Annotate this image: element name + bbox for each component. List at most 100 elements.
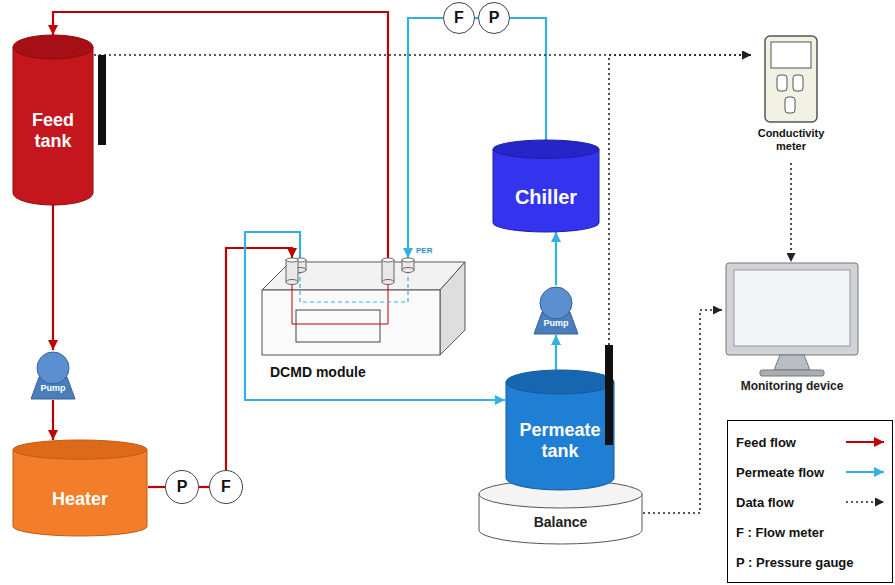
conductivity-probe <box>605 345 613 445</box>
module-window <box>296 310 380 342</box>
data-flow-line <box>846 501 884 503</box>
node-label: Heater <box>52 489 108 510</box>
heater-tank-shape <box>12 440 148 536</box>
permeate-flow-line <box>510 18 546 140</box>
legend-box: Feed flowPermeate flowData flow F : Flow … <box>727 420 893 583</box>
node-label: F <box>221 478 231 496</box>
legend-text: Feed flow <box>736 435 796 450</box>
dcmd-module: DCMD module <box>256 258 468 386</box>
node-label: Conductivity meter <box>751 127 831 152</box>
module-port <box>402 258 414 262</box>
data-flow-line <box>94 54 751 56</box>
permeate-flow-line <box>408 18 443 258</box>
chiller-tank: Chiller <box>492 140 600 232</box>
node-label: P <box>177 478 188 496</box>
module-port <box>286 260 298 282</box>
feed-flow-line <box>52 400 54 440</box>
text-holder: Conductivity meter <box>751 35 831 163</box>
pressure-gauge: P <box>478 2 510 34</box>
tank-top <box>13 440 147 459</box>
conductivity-meter: Conductivity meter <box>751 35 831 163</box>
permeate-flow-line <box>555 335 557 370</box>
monitor-screen <box>734 270 850 346</box>
meter-button <box>785 97 795 113</box>
permeate-flow-line <box>846 471 884 473</box>
text-holder: F <box>210 471 242 503</box>
monitor-base <box>760 370 824 376</box>
node-label: F <box>454 9 464 27</box>
monitor-stand <box>774 355 810 370</box>
permeate-tank: Permeate tank <box>505 370 615 490</box>
meter-body <box>765 36 817 122</box>
port-label: PER <box>416 246 432 255</box>
feed-tank: Feed tank <box>12 35 94 205</box>
node-label: Chiller <box>515 186 577 209</box>
feed-channel <box>292 282 388 324</box>
feed-flow-line <box>199 486 209 488</box>
monitoring-computer: Monitoring device <box>722 262 862 402</box>
legend-text: Permeate flow <box>736 465 824 480</box>
legend-text: F : Flow meter <box>736 525 824 540</box>
legend-entry: Data flow <box>728 487 892 517</box>
tank-body <box>13 450 147 536</box>
text-holder: Permeate tank <box>505 370 615 490</box>
balance-top <box>479 480 642 508</box>
legend-sample <box>844 496 886 508</box>
legend-entry: F : Flow meter <box>728 517 892 547</box>
text-holder: P <box>166 471 198 503</box>
heater-tank: Heater <box>12 440 148 536</box>
node-label: DCMD module <box>270 364 366 380</box>
module-side <box>440 262 465 355</box>
pump-head <box>540 287 572 319</box>
node-label: Balance <box>534 514 588 530</box>
text-holder: DCMD module <box>256 258 468 386</box>
module-port <box>286 258 298 262</box>
legend-sample <box>844 436 886 448</box>
permeate-flow-line <box>245 232 505 400</box>
module-port <box>382 260 394 282</box>
tank-body <box>13 47 93 205</box>
text-holder: Feed tank <box>12 35 94 205</box>
tank-top <box>13 35 93 59</box>
text-holder: Heater <box>12 440 148 536</box>
module-port <box>286 280 298 285</box>
pressure-gauge: P <box>165 470 199 504</box>
legend-entry: Feed flow <box>728 427 892 457</box>
flow-meter: F <box>443 2 475 34</box>
legend-entry: Permeate flow <box>728 457 892 487</box>
data-flow-line <box>790 163 792 262</box>
tank-top <box>493 140 599 158</box>
monitor-frame <box>726 263 858 355</box>
tank-body <box>506 382 614 490</box>
permeate-flow-line <box>555 232 557 285</box>
module-port <box>402 268 414 273</box>
legend-text: P : Pressure gauge <box>736 555 854 570</box>
pump-head <box>37 352 69 384</box>
pump-symbol: Pump <box>530 285 582 335</box>
legend-sample <box>844 466 886 478</box>
node-label: Pump <box>543 318 568 328</box>
text-holder: Chiller <box>492 140 600 232</box>
node-label: Permeate tank <box>505 420 615 461</box>
tank-top <box>506 370 614 394</box>
feed-flow-line <box>52 205 54 350</box>
feed-flow-line <box>53 12 388 258</box>
legend-text: Data flow <box>736 495 794 510</box>
text-holder: Pump <box>27 350 79 400</box>
node-label: P <box>489 9 500 27</box>
meter-screen <box>771 42 811 68</box>
meter-button <box>777 75 787 91</box>
feed-flow-line <box>846 441 884 443</box>
meter-button <box>793 75 803 91</box>
pump-symbol: Pump <box>27 350 79 400</box>
module-front <box>262 290 440 355</box>
node-label: Monitoring device <box>741 380 844 394</box>
text-holder: F <box>444 3 474 33</box>
text-holder: P <box>479 3 509 33</box>
text-holder: Pump <box>530 285 582 335</box>
node-label: Pump <box>40 383 65 393</box>
conductivity-probe <box>98 55 106 145</box>
tank-body <box>493 149 599 232</box>
text-holder: Monitoring device <box>722 262 862 402</box>
